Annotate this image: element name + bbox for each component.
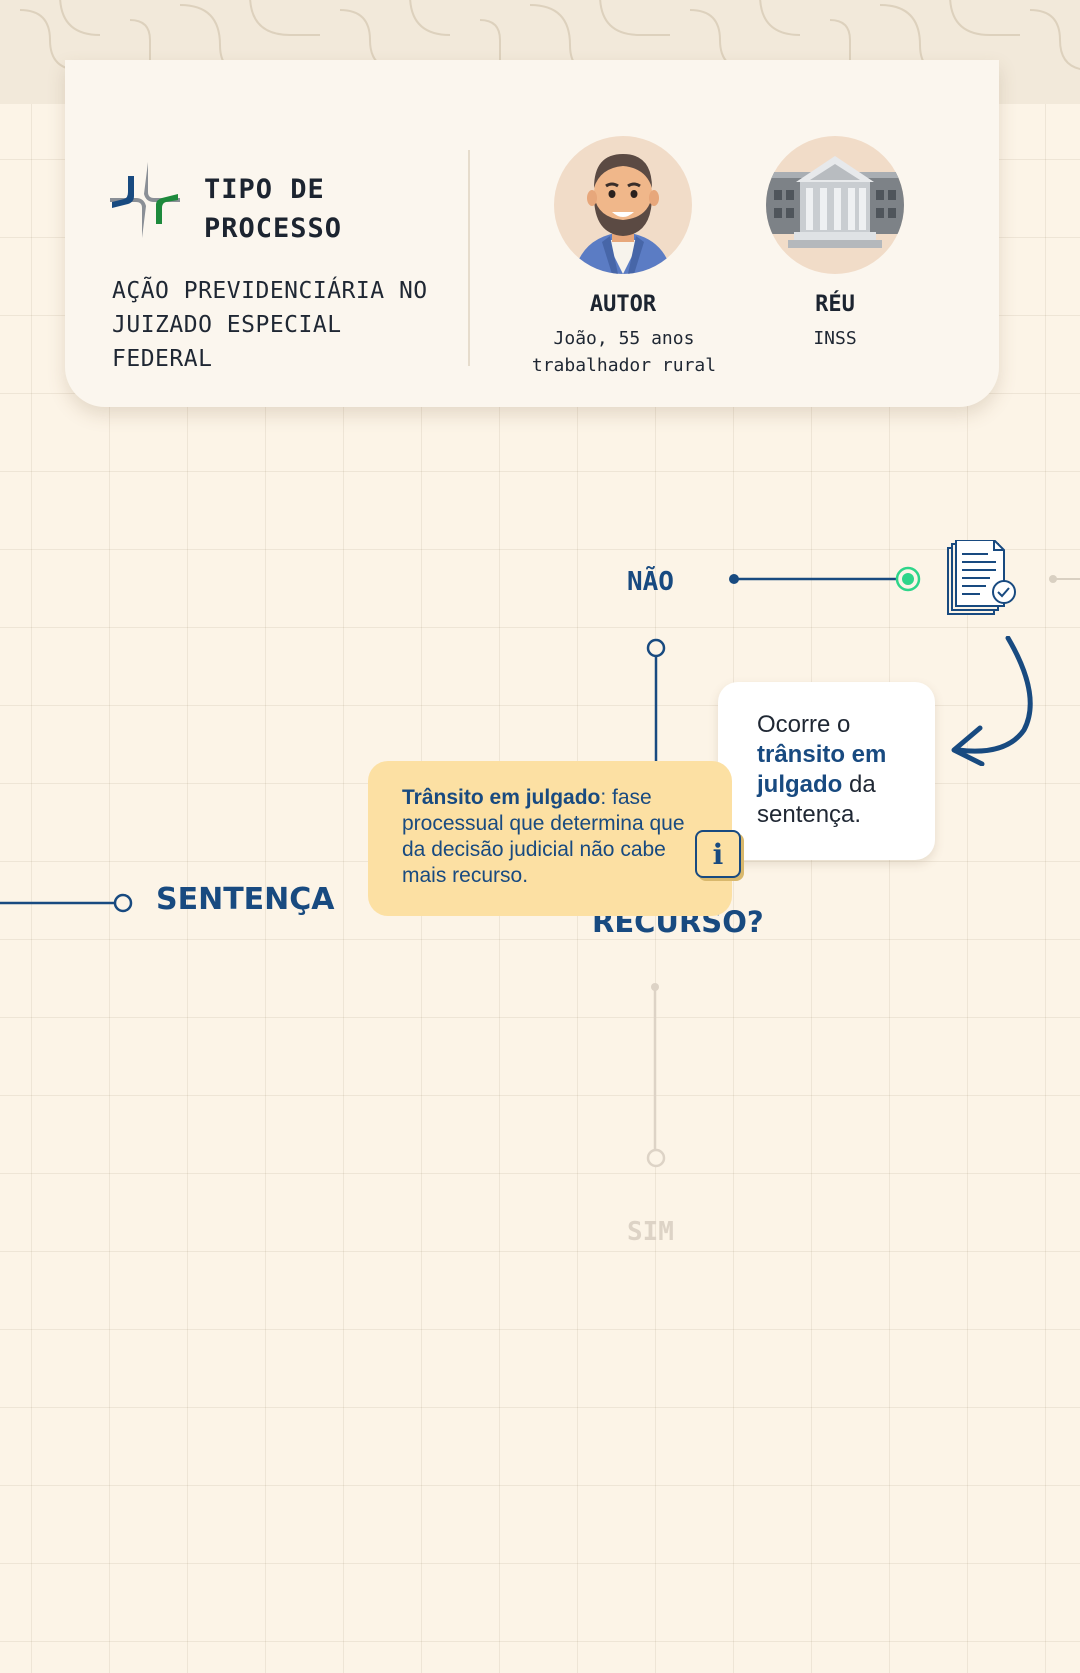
defendant-role: RÉU <box>815 292 855 317</box>
bubble-pre-text: Ocorre o <box>757 711 851 738</box>
no-line-start-dot <box>729 574 739 584</box>
court-building-icon <box>766 136 904 274</box>
document-check-icon[interactable] <box>946 540 1020 622</box>
author-name: João, 55 anos <box>553 328 695 349</box>
info-icon[interactable]: i <box>695 830 741 878</box>
transit-bubble-text: Ocorre o trânsito em julgado da sentença… <box>757 710 922 830</box>
no-label: NÃO <box>627 567 674 597</box>
bubble-post-text: da sentença. <box>757 771 876 828</box>
definition-tooltip <box>368 761 732 916</box>
process-type-description: AÇÃO PREVIDENCIÁRIA NO JUIZADO ESPECIAL … <box>112 278 428 372</box>
definition-tooltip-text: Trânsito em julgado: fase processual que… <box>402 785 692 889</box>
author-occupation: trabalhador rural <box>531 355 717 376</box>
bubble-highlight-text: trânsito em julgado <box>757 741 887 798</box>
sentence-node <box>113 893 133 913</box>
defendant-name: INSS <box>813 328 857 349</box>
card-divider <box>468 150 470 366</box>
yes-label: SIM <box>627 1217 674 1247</box>
no-branch-node <box>646 638 666 658</box>
curved-arrow-icon <box>951 636 1033 766</box>
author-avatar <box>554 136 692 274</box>
transit-bubble <box>718 682 935 860</box>
tooltip-term: Trânsito em julgado <box>402 786 601 809</box>
logo-icon <box>110 162 180 238</box>
process-type-title: TIPO DE PROCESSO <box>204 174 343 244</box>
yes-branch-node <box>646 1148 666 1168</box>
pattern-icon <box>19 0 1080 80</box>
tooltip-definition: : fase processual que determina que da d… <box>402 786 685 887</box>
sentence-label: SENTENÇA <box>156 882 335 917</box>
author-role: AUTOR <box>589 292 657 317</box>
